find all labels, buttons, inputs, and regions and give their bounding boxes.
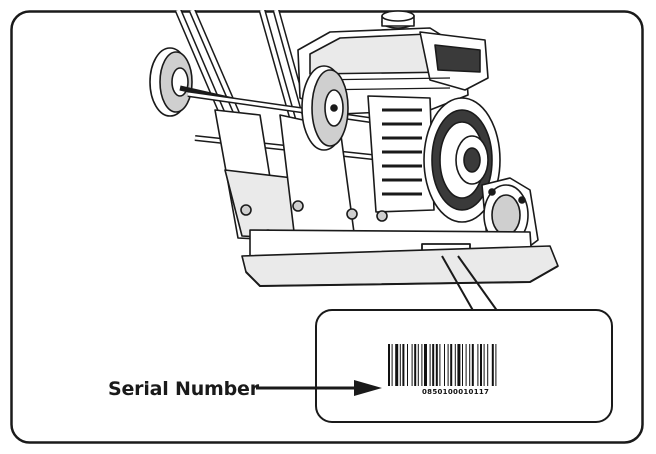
barcode-bar — [477, 344, 479, 386]
barcode-bar — [465, 344, 467, 386]
barcode-bar — [395, 344, 399, 386]
barcode-bar — [402, 344, 405, 386]
barcode-bar — [454, 344, 456, 386]
barcode-bar — [399, 344, 401, 386]
barcode-bar — [421, 344, 423, 386]
barcode-bar — [424, 344, 427, 386]
barcode-number: 0850100010117 — [422, 388, 490, 396]
plate-compactor-illustration — [149, 10, 559, 287]
barcode-bar — [432, 344, 435, 386]
barcode-bar — [450, 344, 453, 386]
right-arrow-icon — [256, 380, 382, 396]
barcode-bar — [444, 344, 445, 386]
barcode-bar — [457, 344, 461, 386]
barcode-bar — [495, 344, 497, 386]
serial-number-label: Serial Number — [108, 378, 259, 400]
callout-leader-lines — [441, 255, 499, 315]
barcode-bar — [447, 344, 449, 386]
barcode-bar — [407, 344, 408, 386]
barcode-bar — [391, 344, 393, 386]
barcode-bar — [414, 344, 417, 386]
barcode-bar — [439, 344, 441, 386]
barcode-bar — [462, 344, 463, 386]
barcode-bar — [435, 344, 438, 386]
diagram-frame — [10, 10, 644, 444]
barcode-bar — [480, 344, 482, 386]
barcode-bar — [483, 344, 485, 386]
barcode-bar — [469, 344, 471, 386]
barcode-bar — [429, 344, 431, 386]
magnified-serial-plate — [315, 309, 613, 423]
barcode-bar — [487, 344, 489, 386]
barcode-bar — [388, 344, 390, 386]
barcode-bar — [471, 344, 474, 386]
barcode-bar — [411, 344, 413, 386]
barcode-icon — [388, 344, 497, 386]
barcode-bar — [417, 344, 419, 386]
barcode-bar — [491, 344, 494, 386]
